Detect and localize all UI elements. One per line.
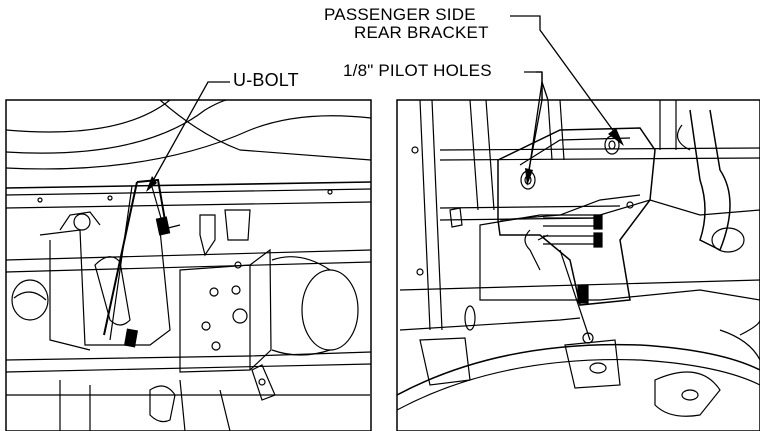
- pilot-holes-leader-a: [527, 81, 543, 179]
- leader-arrowheads: [146, 128, 624, 192]
- u-bolt-label: U-BOLT: [233, 70, 299, 90]
- pilot-holes-label: 1/8" PILOT HOLES: [343, 61, 492, 80]
- rear-bracket-label: REAR BRACKET: [354, 23, 489, 42]
- u-bolt-leader: [149, 81, 230, 187]
- passenger-side-label: PASSENGER SIDE: [324, 5, 476, 24]
- right-panel-border: [396, 99, 760, 431]
- passenger-side-leader: [510, 15, 621, 141]
- left-panel: [6, 100, 371, 431]
- u-bolt-arrowhead: [146, 176, 157, 192]
- right-panel: [397, 100, 760, 417]
- passenger-side-arrowhead: [608, 128, 624, 146]
- left-panel-border: [5, 99, 372, 431]
- leader-lines: [149, 15, 621, 187]
- pilot-holes-arrowhead: [525, 168, 533, 186]
- pilot-holes-leader: [526, 71, 543, 181]
